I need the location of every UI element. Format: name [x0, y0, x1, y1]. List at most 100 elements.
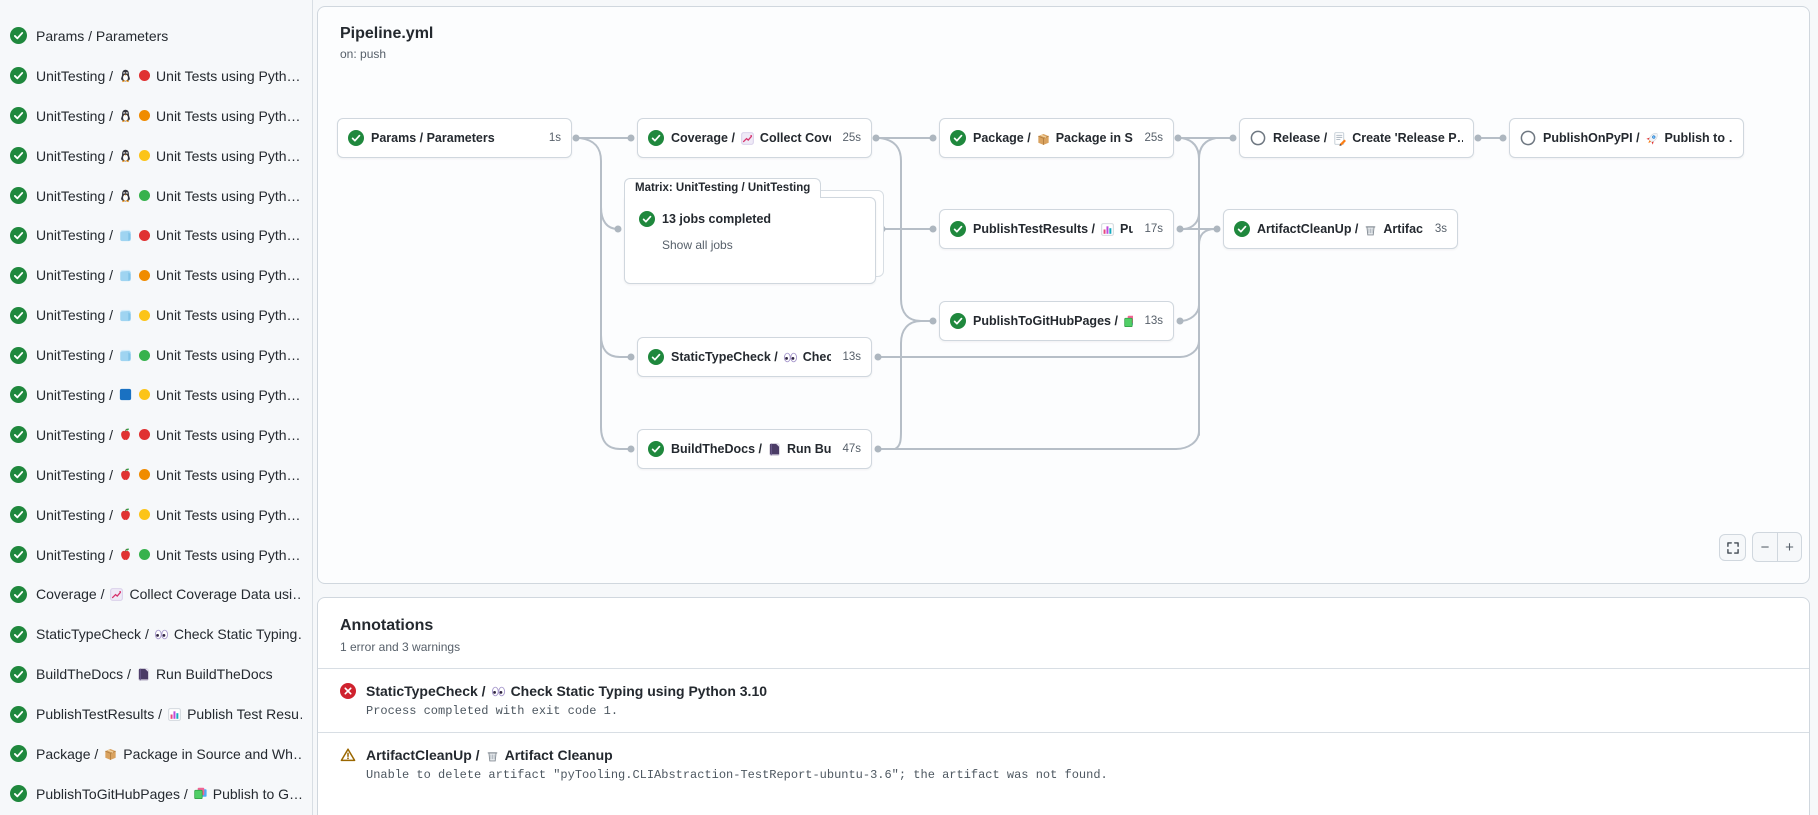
- job-label: UnitTesting /Unit Tests using Pyth…: [36, 267, 301, 283]
- label-prefix: PublishToGitHubPages /: [973, 314, 1118, 328]
- sidebar-job-item[interactable]: PublishToGitHubPages /Publish to G…: [0, 774, 312, 814]
- workflow-job-node-params[interactable]: Params / Parameters 1s: [337, 118, 572, 158]
- label-text: Run Buil…: [786, 442, 832, 456]
- annotation-job-link[interactable]: ArtifactCleanUp /Artifact Cleanup: [366, 747, 1108, 763]
- workflow-job-node-publish-on-pypi[interactable]: PublishOnPyPI /Publish to …: [1509, 118, 1744, 158]
- job-label: UnitTesting / Unit Tests using Pyth…: [36, 507, 301, 523]
- sidebar-job-item[interactable]: UnitTesting /Unit Tests using Pyth…: [0, 295, 312, 335]
- sidebar-job-item[interactable]: Package /Package in Source and Wh…: [0, 734, 312, 774]
- sidebar-job-item[interactable]: UnitTesting /Unit Tests using Pyth…: [0, 255, 312, 295]
- label-text: Unit Tests using Pyth…: [156, 187, 301, 204]
- pictures-icon: [1123, 314, 1134, 329]
- annotations-summary: 1 error and 3 warnings: [340, 640, 461, 654]
- sidebar-job-item[interactable]: UnitTesting /Unit Tests using Pyth…: [0, 136, 312, 176]
- job-node-label: Coverage /Collect Cove…: [671, 131, 831, 146]
- label-prefix: UnitTesting /: [36, 386, 114, 403]
- dot-green-icon: [138, 548, 151, 561]
- show-all-jobs-link[interactable]: Show all jobs: [662, 238, 733, 252]
- label-prefix: UnitTesting /: [36, 187, 114, 204]
- job-node-label: PublishTestResults /Pu…: [973, 222, 1133, 237]
- label-text: Unit Tests using Pyth…: [156, 67, 301, 84]
- label-text: Unit Tests using Pyth…: [156, 426, 301, 443]
- jobs-sidebar: Params / Parameters UnitTesting / Unit Te…: [0, 0, 313, 815]
- workflow-trigger: on: push: [340, 47, 387, 61]
- sidebar-job-item[interactable]: UnitTesting /Unit Tests using Pyth…: [0, 96, 312, 136]
- dot-red-icon: [138, 229, 151, 242]
- label-text: Publish Test Resu…: [187, 706, 302, 723]
- label-text: Artifact Cleanup: [504, 747, 613, 763]
- ice-cube-icon: [118, 268, 133, 283]
- check-circle-icon: [10, 785, 27, 803]
- memo-icon: [1332, 131, 1347, 146]
- check-circle-icon: [10, 306, 27, 324]
- workflow-job-node-artifact-cleanup[interactable]: ArtifactCleanUp /Artifac… 3s: [1223, 209, 1458, 249]
- job-label: UnitTesting /Unit Tests using Pyth…: [36, 347, 301, 363]
- sidebar-job-item[interactable]: UnitTesting / Unit Tests using Pyth…: [0, 375, 312, 415]
- ice-cube-icon: [118, 348, 133, 363]
- sidebar-job-item[interactable]: UnitTesting /Unit Tests using Pyth…: [0, 415, 312, 455]
- workflow-job-node-publish-test-results[interactable]: PublishTestResults /Pu… 17s: [939, 209, 1174, 249]
- sidebar-job-item[interactable]: Params / Parameters: [0, 16, 312, 56]
- label-text: Unit Tests using Pyth…: [156, 386, 301, 403]
- fullscreen-button[interactable]: [1719, 534, 1746, 561]
- sidebar-job-item[interactable]: BuildTheDocs /Run BuildTheDocs: [0, 654, 312, 694]
- zoom-out-button[interactable]: −: [1760, 538, 1770, 556]
- workflow-job-node-package[interactable]: Package /Package in So… 25s: [939, 118, 1174, 158]
- label-prefix: PublishToGitHubPages /: [36, 785, 188, 802]
- job-duration: 1s: [548, 132, 561, 144]
- sidebar-job-item[interactable]: UnitTesting /Unit Tests using Pyth…: [0, 455, 312, 495]
- sidebar-job-item[interactable]: UnitTesting / Unit Tests using Pyth…: [0, 495, 312, 535]
- workflow-graph-panel: Pipeline.yml on: push: [317, 6, 1810, 584]
- label-prefix: UnitTesting /: [36, 307, 114, 324]
- label-prefix: BuildTheDocs /: [671, 442, 762, 456]
- label-text: Unit Tests using Pyth…: [156, 267, 301, 284]
- check-circle-icon: [648, 441, 664, 457]
- job-label: UnitTesting /Unit Tests using Pyth…: [36, 68, 301, 84]
- job-node-label: Release /Create 'Release P…: [1273, 131, 1463, 146]
- label-prefix: Params / Parameters: [371, 131, 495, 145]
- workflow-job-node-release[interactable]: Release /Create 'Release P…: [1239, 118, 1474, 158]
- dot-orange-icon: [138, 109, 151, 122]
- label-text: Unit Tests using Pyth…: [156, 466, 301, 483]
- sidebar-job-item[interactable]: PublishTestResults /Publish Test Resu…: [0, 694, 312, 734]
- eyes-icon: [783, 350, 798, 365]
- check-circle-icon: [10, 107, 27, 125]
- zoom-in-button[interactable]: +: [1777, 533, 1801, 561]
- sidebar-job-item[interactable]: StaticTypeCheck /Check Static Typing…: [0, 614, 312, 654]
- skipped-circle-icon: [1250, 130, 1266, 146]
- check-circle-icon: [950, 130, 966, 146]
- check-circle-icon: [10, 426, 27, 444]
- job-label: UnitTesting / Unit Tests using Pyth…: [36, 188, 301, 204]
- annotation-job-link[interactable]: StaticTypeCheck /Check Static Typing usi…: [366, 683, 767, 699]
- dot-red-icon: [138, 428, 151, 441]
- sidebar-job-item[interactable]: UnitTesting / Unit Tests using Pyth…: [0, 535, 312, 575]
- check-circle-icon: [10, 386, 27, 404]
- job-label: UnitTesting /Unit Tests using Pyth…: [36, 148, 301, 164]
- sidebar-job-item[interactable]: Coverage /Collect Coverage Data usi…: [0, 574, 312, 614]
- label-prefix: UnitTesting /: [36, 546, 114, 563]
- sidebar-job-item[interactable]: UnitTesting /Unit Tests using Pyth…: [0, 215, 312, 255]
- dot-green-icon: [138, 189, 151, 202]
- dot-yellow-icon: [138, 309, 151, 322]
- chart-increasing-icon: [740, 131, 755, 146]
- label-prefix: UnitTesting /: [36, 506, 114, 523]
- label-text: Unit Tests using Pyth…: [156, 506, 301, 523]
- sidebar-job-item[interactable]: UnitTesting / Unit Tests using Pyth…: [0, 176, 312, 216]
- eyes-icon: [491, 684, 506, 699]
- label-text: Unit Tests using Pyth…: [156, 546, 301, 563]
- workflow-job-node-build-the-docs[interactable]: BuildTheDocs /Run Buil… 47s: [637, 429, 872, 469]
- job-label: UnitTesting /Unit Tests using Pyth…: [36, 307, 301, 323]
- ice-cube-icon: [118, 308, 133, 323]
- label-text: Unit Tests using Pyth…: [156, 227, 301, 244]
- workflow-job-node-static-type-check[interactable]: StaticTypeCheck /Chec… 13s: [637, 337, 872, 377]
- label-text: Chec…: [802, 350, 832, 364]
- label-prefix: Params / Parameters: [36, 27, 169, 44]
- rocket-icon: [1645, 131, 1660, 146]
- matrix-group-label: Matrix: UnitTesting / UnitTesting: [624, 178, 822, 198]
- workflow-job-node-publish-to-github-pages[interactable]: PublishToGitHubPages /… 13s: [939, 301, 1174, 341]
- workflow-job-node-coverage[interactable]: Coverage /Collect Cove… 25s: [637, 118, 872, 158]
- sidebar-job-item[interactable]: UnitTesting /Unit Tests using Pyth…: [0, 56, 312, 96]
- label-prefix: PublishTestResults /: [973, 222, 1096, 236]
- sidebar-job-item[interactable]: UnitTesting /Unit Tests using Pyth…: [0, 335, 312, 375]
- label-text: Package in Source and Wh…: [123, 745, 302, 762]
